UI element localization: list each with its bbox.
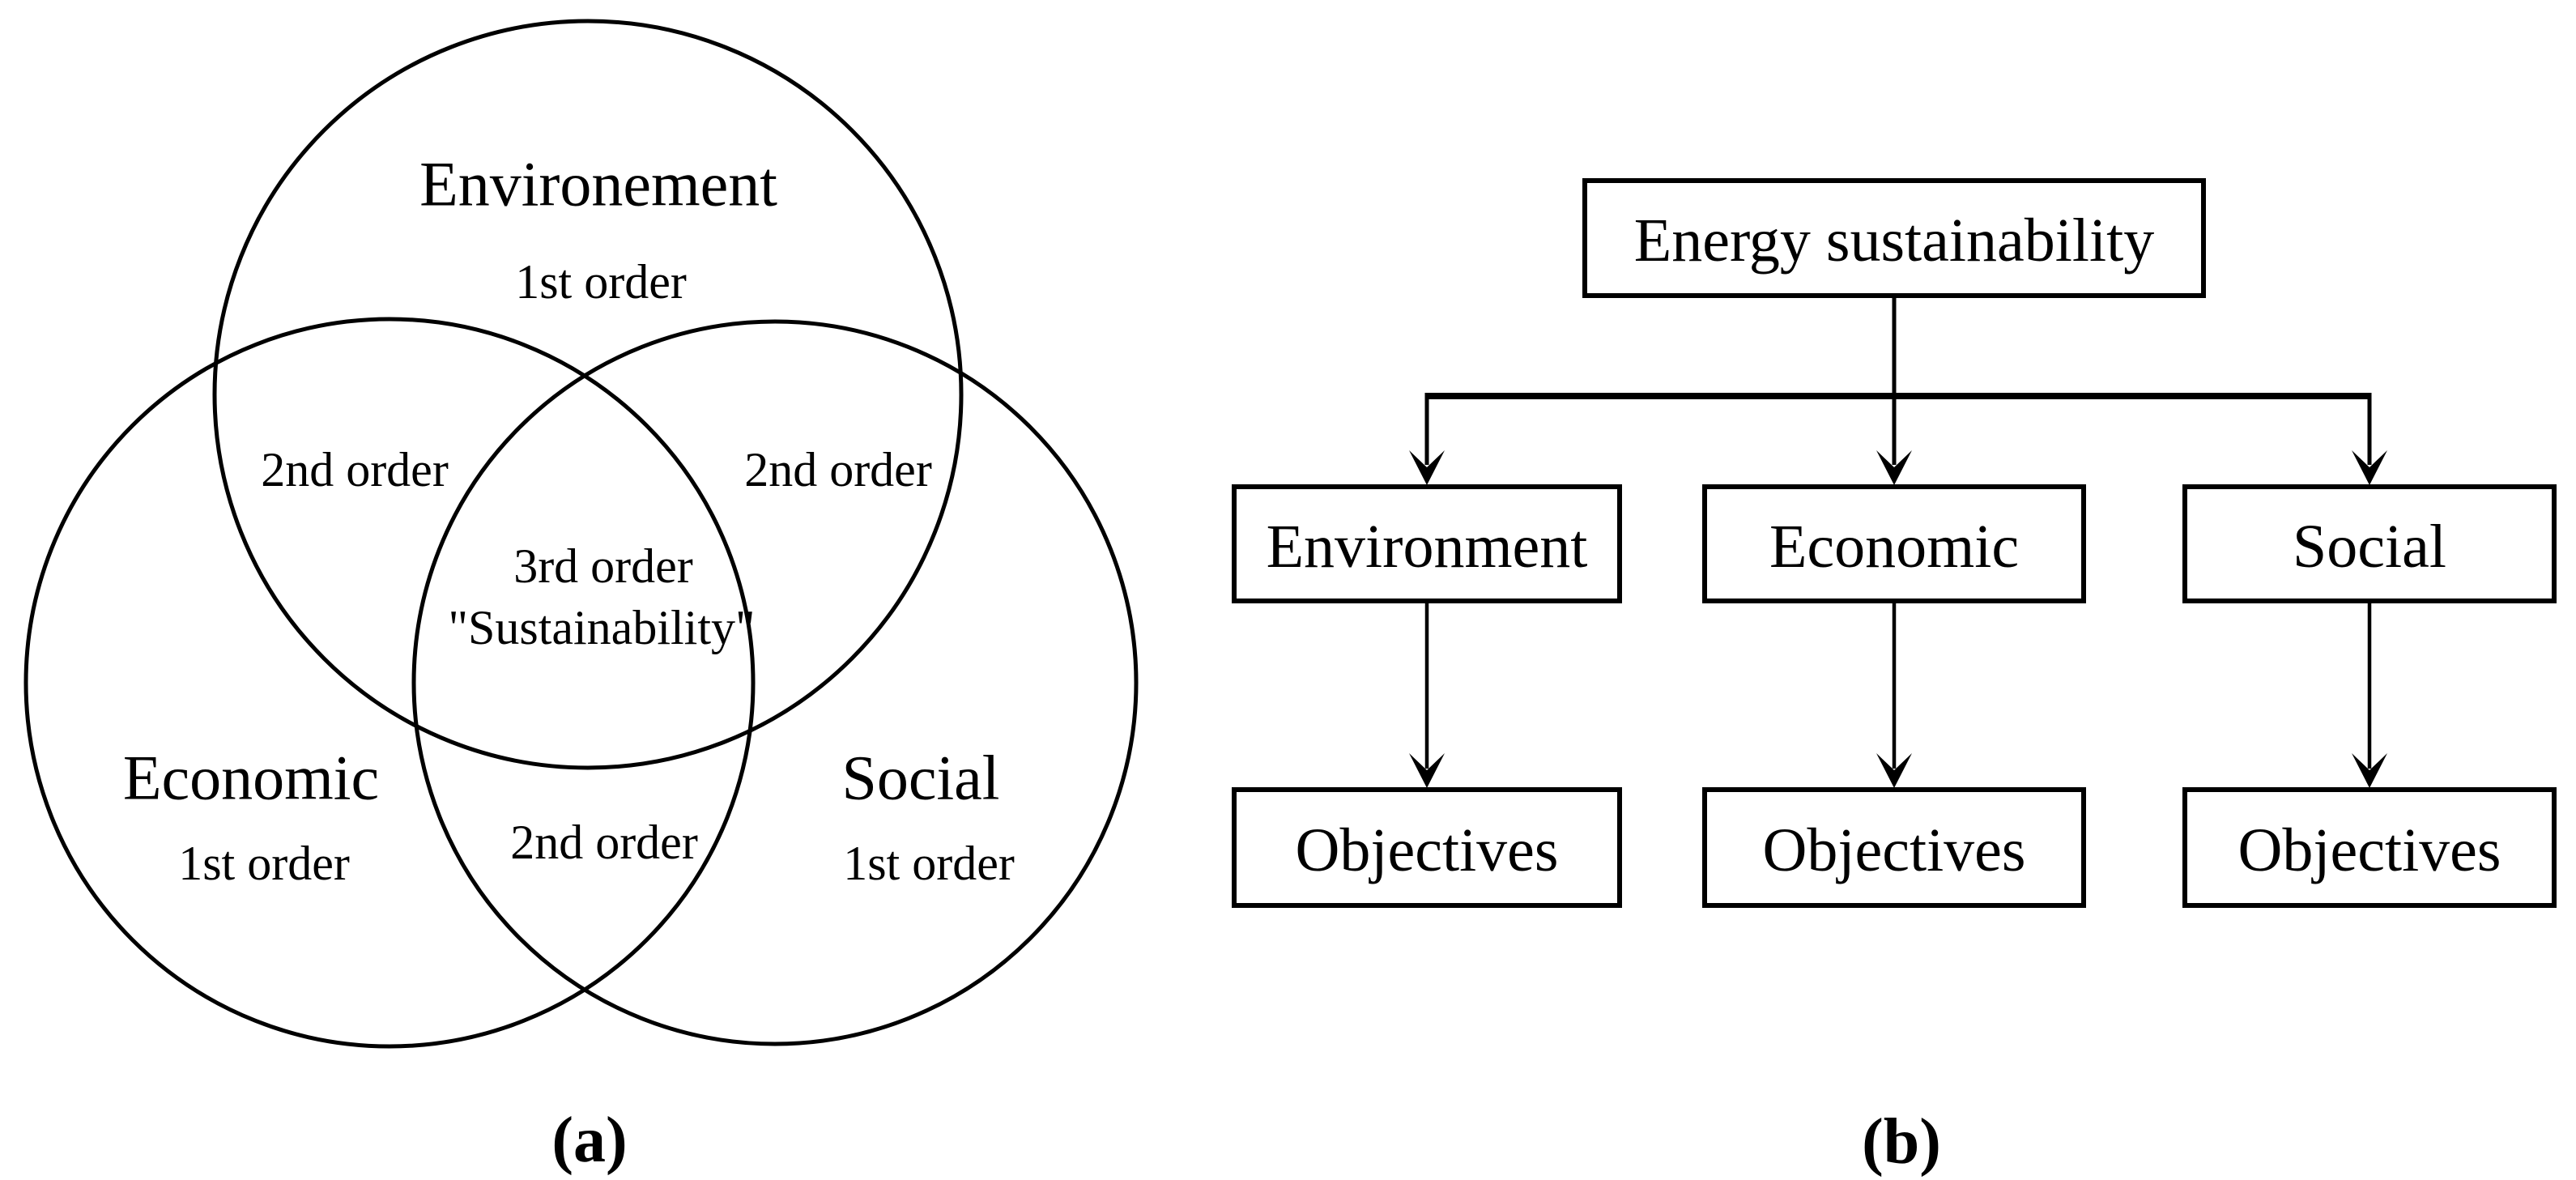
- flow-box-economic: [1702, 484, 2086, 603]
- venn-label-intersection-env-soc: 2nd order: [744, 443, 932, 496]
- flow-label-environment: Environment: [1267, 513, 1588, 581]
- arrowhead-environment-objectives: [1409, 753, 1445, 788]
- flow-box-social: [2182, 484, 2557, 603]
- flow-label-economic-objectives: Objectives: [1762, 816, 2025, 884]
- panel-a-venn-diagram: Environement 1st order 2nd order 2nd ord…: [23, 19, 1139, 1176]
- flow-label-environment-objectives: Objectives: [1295, 816, 1558, 884]
- flow-label-social: Social: [2293, 513, 2446, 581]
- flow-box-economic-objectives: [1702, 787, 2086, 908]
- panel-b-flowchart: Energy sustainability Environment Econom…: [1232, 178, 2557, 1178]
- arrowhead-social-objectives: [2352, 753, 2387, 788]
- venn-label-social-order: 1st order: [843, 837, 1015, 890]
- flow-label-social-objectives: Objectives: [2238, 816, 2501, 884]
- flow-box-environment: [1232, 484, 1622, 603]
- arrowhead-economic-objectives: [1876, 753, 1912, 788]
- venn-label-economic-order: 1st order: [178, 837, 350, 890]
- flow-box-root: [1582, 178, 2206, 298]
- arrowhead-social: [2352, 450, 2387, 485]
- flow-label-root: Energy sustainability: [1634, 207, 2154, 275]
- venn-label-social: Social: [842, 743, 1000, 813]
- panel-a-caption: (a): [551, 1105, 627, 1176]
- arrowhead-economic: [1876, 450, 1912, 485]
- venn-label-center-line1: 3rd order: [513, 539, 693, 593]
- venn-label-environment: Environement: [419, 149, 777, 219]
- flow-label-economic: Economic: [1769, 513, 2019, 581]
- venn-label-environment-order: 1st order: [515, 255, 687, 309]
- flow-box-environment-objectives: [1232, 787, 1622, 908]
- arrowhead-environment: [1409, 450, 1445, 485]
- flow-box-social-objectives: [2182, 787, 2557, 908]
- panel-b-caption: (b): [1862, 1106, 1941, 1178]
- venn-circle-social: [411, 319, 1139, 1046]
- venn-circle-economic: [23, 317, 756, 1049]
- venn-label-center-line2: "Sustainability": [449, 601, 756, 654]
- venn-circle-environment: [212, 19, 964, 770]
- venn-label-intersection-eco-soc: 2nd order: [510, 816, 698, 869]
- venn-label-intersection-env-eco: 2nd order: [261, 443, 449, 496]
- venn-label-economic: Economic: [123, 743, 379, 813]
